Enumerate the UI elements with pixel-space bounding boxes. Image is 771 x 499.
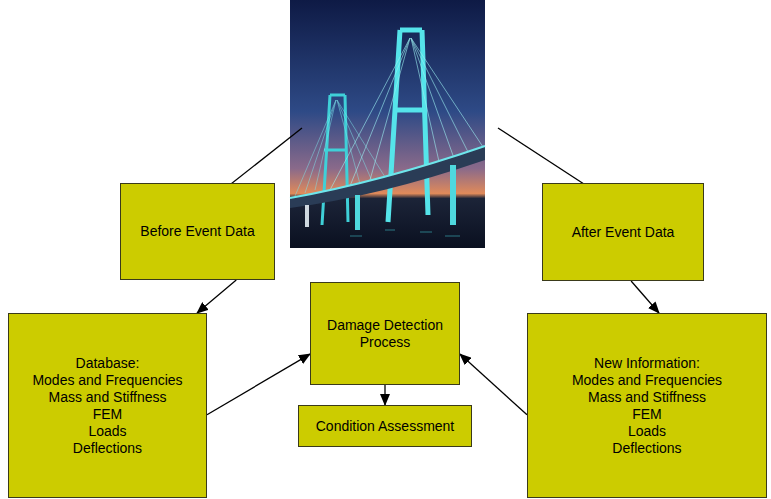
data-box: New Information:Modes and FrequenciesMas… (527, 313, 767, 498)
data-box: After Event Data (542, 183, 704, 281)
box-text: Mass and Stiffness (588, 389, 706, 406)
connector-arrow (631, 281, 659, 313)
box-text: Damage Detection Process (317, 317, 453, 351)
connector-arrow (384, 385, 385, 405)
box-text: FEM (93, 406, 123, 423)
box-text: Modes and Frequencies (572, 372, 722, 389)
box-text: FEM (632, 406, 662, 423)
box-text: After Event Data (572, 224, 675, 241)
data-box: Before Event Data (120, 183, 275, 280)
result-box: Condition Assessment (298, 405, 472, 447)
box-text: Before Event Data (140, 223, 254, 240)
box-text: Database: (76, 355, 140, 372)
box-text: New Information: (594, 355, 700, 372)
box-text: Modes and Frequencies (32, 372, 182, 389)
connector-arrow (197, 280, 236, 313)
box-text: Deflections (612, 440, 681, 457)
database-box: Database:Modes and FrequenciesMass and S… (8, 313, 207, 498)
box-text: Loads (88, 423, 126, 440)
box-text: Loads (628, 423, 666, 440)
box-text: Deflections (73, 440, 142, 457)
box-text: Mass and Stiffness (48, 389, 166, 406)
box-text: Condition Assessment (316, 418, 455, 435)
process-box: Damage Detection Process (310, 282, 460, 385)
connector-arrow (207, 354, 310, 415)
